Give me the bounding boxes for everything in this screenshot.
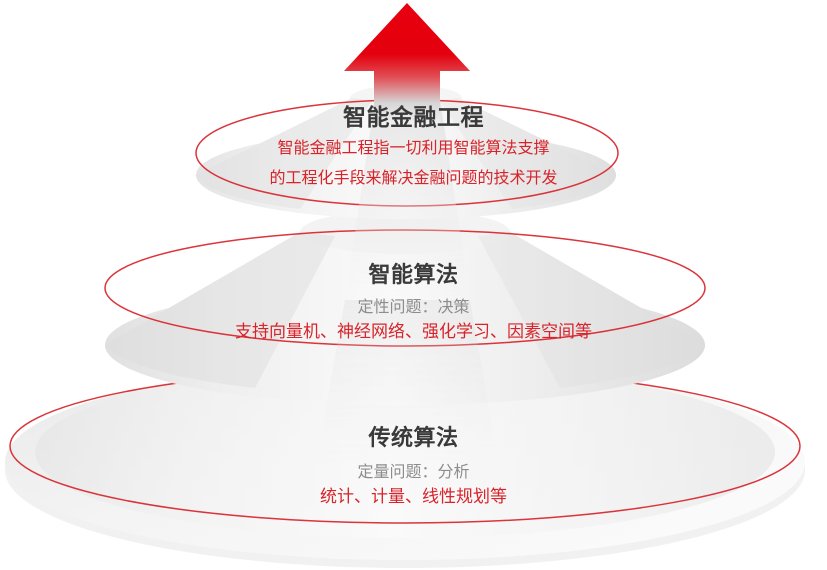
up-arrow-icon: [344, 3, 470, 125]
funnel-haze: [315, 78, 500, 470]
